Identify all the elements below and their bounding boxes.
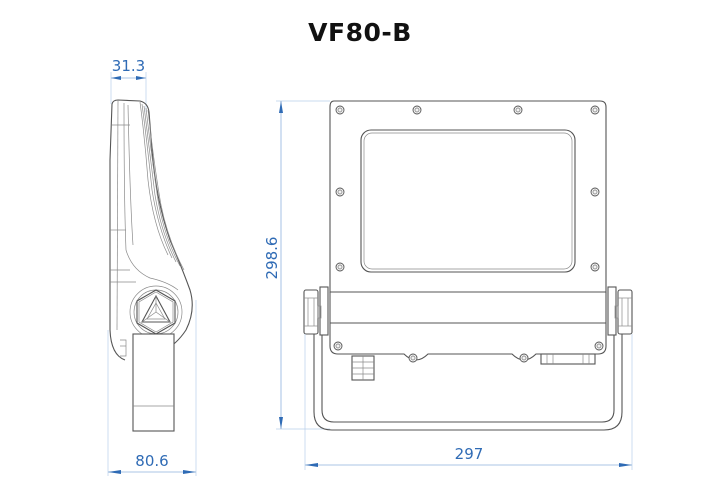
dimension-label-297: 297 <box>455 445 484 463</box>
u-bracket <box>313 286 623 431</box>
plate-screws <box>335 105 600 272</box>
screw-icon <box>590 105 600 115</box>
side-view: 31.3 <box>107 57 197 476</box>
screw-icon <box>333 341 343 351</box>
screw-icon <box>335 105 345 115</box>
dimension-width: 297 <box>304 334 633 470</box>
left-adjustment-knob <box>303 289 322 335</box>
screw-icon <box>408 353 418 363</box>
luminaire-side-body <box>109 99 193 361</box>
screw-icon <box>590 187 600 197</box>
right-adjustment-knob <box>614 289 633 335</box>
cable-gland <box>351 355 375 381</box>
screw-icon <box>335 187 345 197</box>
dimension-height: 298.6 <box>263 100 330 430</box>
lens-window <box>360 129 576 273</box>
driver-housing <box>329 322 607 363</box>
front-view: 298.6 <box>263 100 633 470</box>
dimension-label-298-6: 298.6 <box>263 237 281 280</box>
screw-icon <box>513 105 523 115</box>
screw-icon <box>590 262 600 272</box>
dimension-label-80-6: 80.6 <box>135 452 168 470</box>
dimension-top-depth: 31.3 <box>110 57 147 112</box>
pivot-knob <box>129 285 183 339</box>
screw-icon <box>519 353 529 363</box>
dimension-label-31-3: 31.3 <box>112 57 145 75</box>
screw-icon <box>412 105 422 115</box>
screw-icon <box>594 341 604 351</box>
dimension-bottom-depth: 80.6 <box>107 300 197 476</box>
housing-plate <box>329 100 607 332</box>
screw-icon <box>335 262 345 272</box>
product-title: VF80-B <box>308 18 412 47</box>
bracket-arm <box>120 333 175 432</box>
connector-block <box>540 353 596 365</box>
